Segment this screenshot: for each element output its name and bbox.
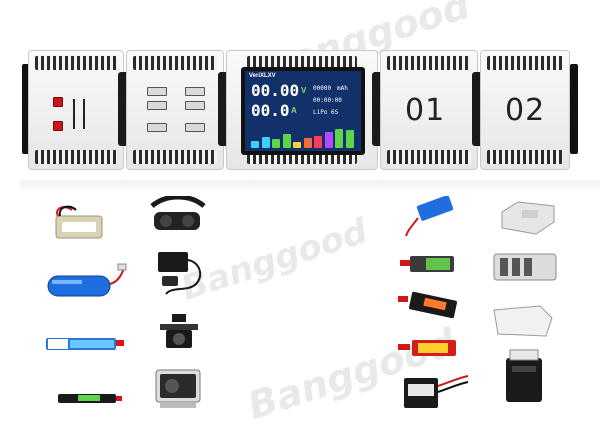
- vent-grille: [387, 56, 471, 70]
- current-readout: 00.0: [251, 101, 290, 120]
- action-camera: [155, 369, 201, 408]
- cell-level-bar: [335, 129, 343, 148]
- cell-level-bars: [249, 128, 357, 148]
- charging-bay-01: 01: [380, 50, 478, 170]
- xt60-port: [53, 121, 63, 131]
- cell-level-bar: [303, 138, 312, 148]
- capacity-readout: 00000: [313, 85, 332, 92]
- cell-level-bar: [293, 142, 301, 148]
- cell-level-bar: [324, 132, 333, 148]
- usb-port: [185, 87, 205, 96]
- current-unit: A: [291, 106, 297, 115]
- vent-grille: [133, 56, 217, 70]
- vent-grille: [35, 56, 117, 70]
- cell-level-bar: [282, 134, 291, 148]
- drone-battery-long: [493, 305, 553, 337]
- usb-port: [147, 101, 167, 110]
- modular-charger: VeriXLXV 00.00 V 00.0 A 00000 mAh 00:00:…: [22, 42, 578, 178]
- vent-grille: [387, 150, 471, 164]
- voltage-unit: V: [301, 86, 307, 95]
- cylindrical-battery-pack: [47, 263, 127, 297]
- cell-level-bar: [314, 136, 322, 148]
- usb-module: [126, 50, 224, 170]
- red-lipo-battery: [398, 340, 456, 356]
- cell-level-bar: [251, 141, 259, 148]
- voltage-readout: 00.00: [251, 81, 300, 100]
- usb-port: [185, 101, 205, 110]
- bay-number: 01: [405, 93, 446, 128]
- usb-port: [147, 87, 167, 96]
- vent-grille: [35, 150, 117, 164]
- slim-stick-battery: [58, 394, 122, 403]
- vent-grille: [133, 150, 217, 164]
- small-lipo-battery: [55, 205, 103, 239]
- cell-level-bar: [272, 139, 280, 148]
- stick-battery-pack: [46, 338, 124, 350]
- charging-bay-02: 02: [480, 50, 570, 170]
- power-adapter: [158, 252, 202, 295]
- vent-grille: [247, 56, 357, 70]
- cell-level-bar: [261, 137, 270, 148]
- screen-title: VeriXLXV: [249, 73, 276, 79]
- lcd-frame: VeriXLXV 00.00 V 00.0 A 00000 mAh 00:00:…: [241, 67, 365, 155]
- drone-battery-grey: [493, 253, 557, 281]
- black-lipo-battery: [398, 291, 457, 319]
- cell-level-bar: [345, 130, 354, 148]
- vent-grille: [487, 56, 563, 70]
- blue-lipo-battery: [405, 196, 454, 237]
- right-endcap: [570, 64, 578, 154]
- vent-grille: [487, 150, 563, 164]
- left-endcap: [22, 64, 30, 154]
- xt60-port: [53, 97, 63, 107]
- fpv-goggles: [150, 196, 206, 230]
- battery-type: LiPo 6S: [313, 109, 339, 116]
- port-divider: [83, 99, 85, 129]
- bay-number: 02: [505, 93, 546, 128]
- usb-port: [185, 123, 205, 132]
- power-input-module: [28, 50, 124, 170]
- green-lipo-battery: [400, 256, 454, 272]
- drone-battery-black: [506, 349, 542, 402]
- drone-battery-white: [501, 201, 555, 235]
- usb-port: [147, 123, 167, 132]
- port-divider: [73, 99, 75, 129]
- gimbal-camera: [160, 314, 198, 348]
- time-readout: 00:00:00: [313, 97, 342, 104]
- charger-shadow: [20, 180, 600, 194]
- lcd-screen: VeriXLXV 00.00 V 00.0 A 00000 mAh 00:00:…: [245, 71, 361, 151]
- battery-with-cable: [404, 375, 469, 408]
- display-module: VeriXLXV 00.00 V 00.0 A 00000 mAh 00:00:…: [226, 50, 378, 170]
- capacity-unit: mAh: [337, 85, 348, 92]
